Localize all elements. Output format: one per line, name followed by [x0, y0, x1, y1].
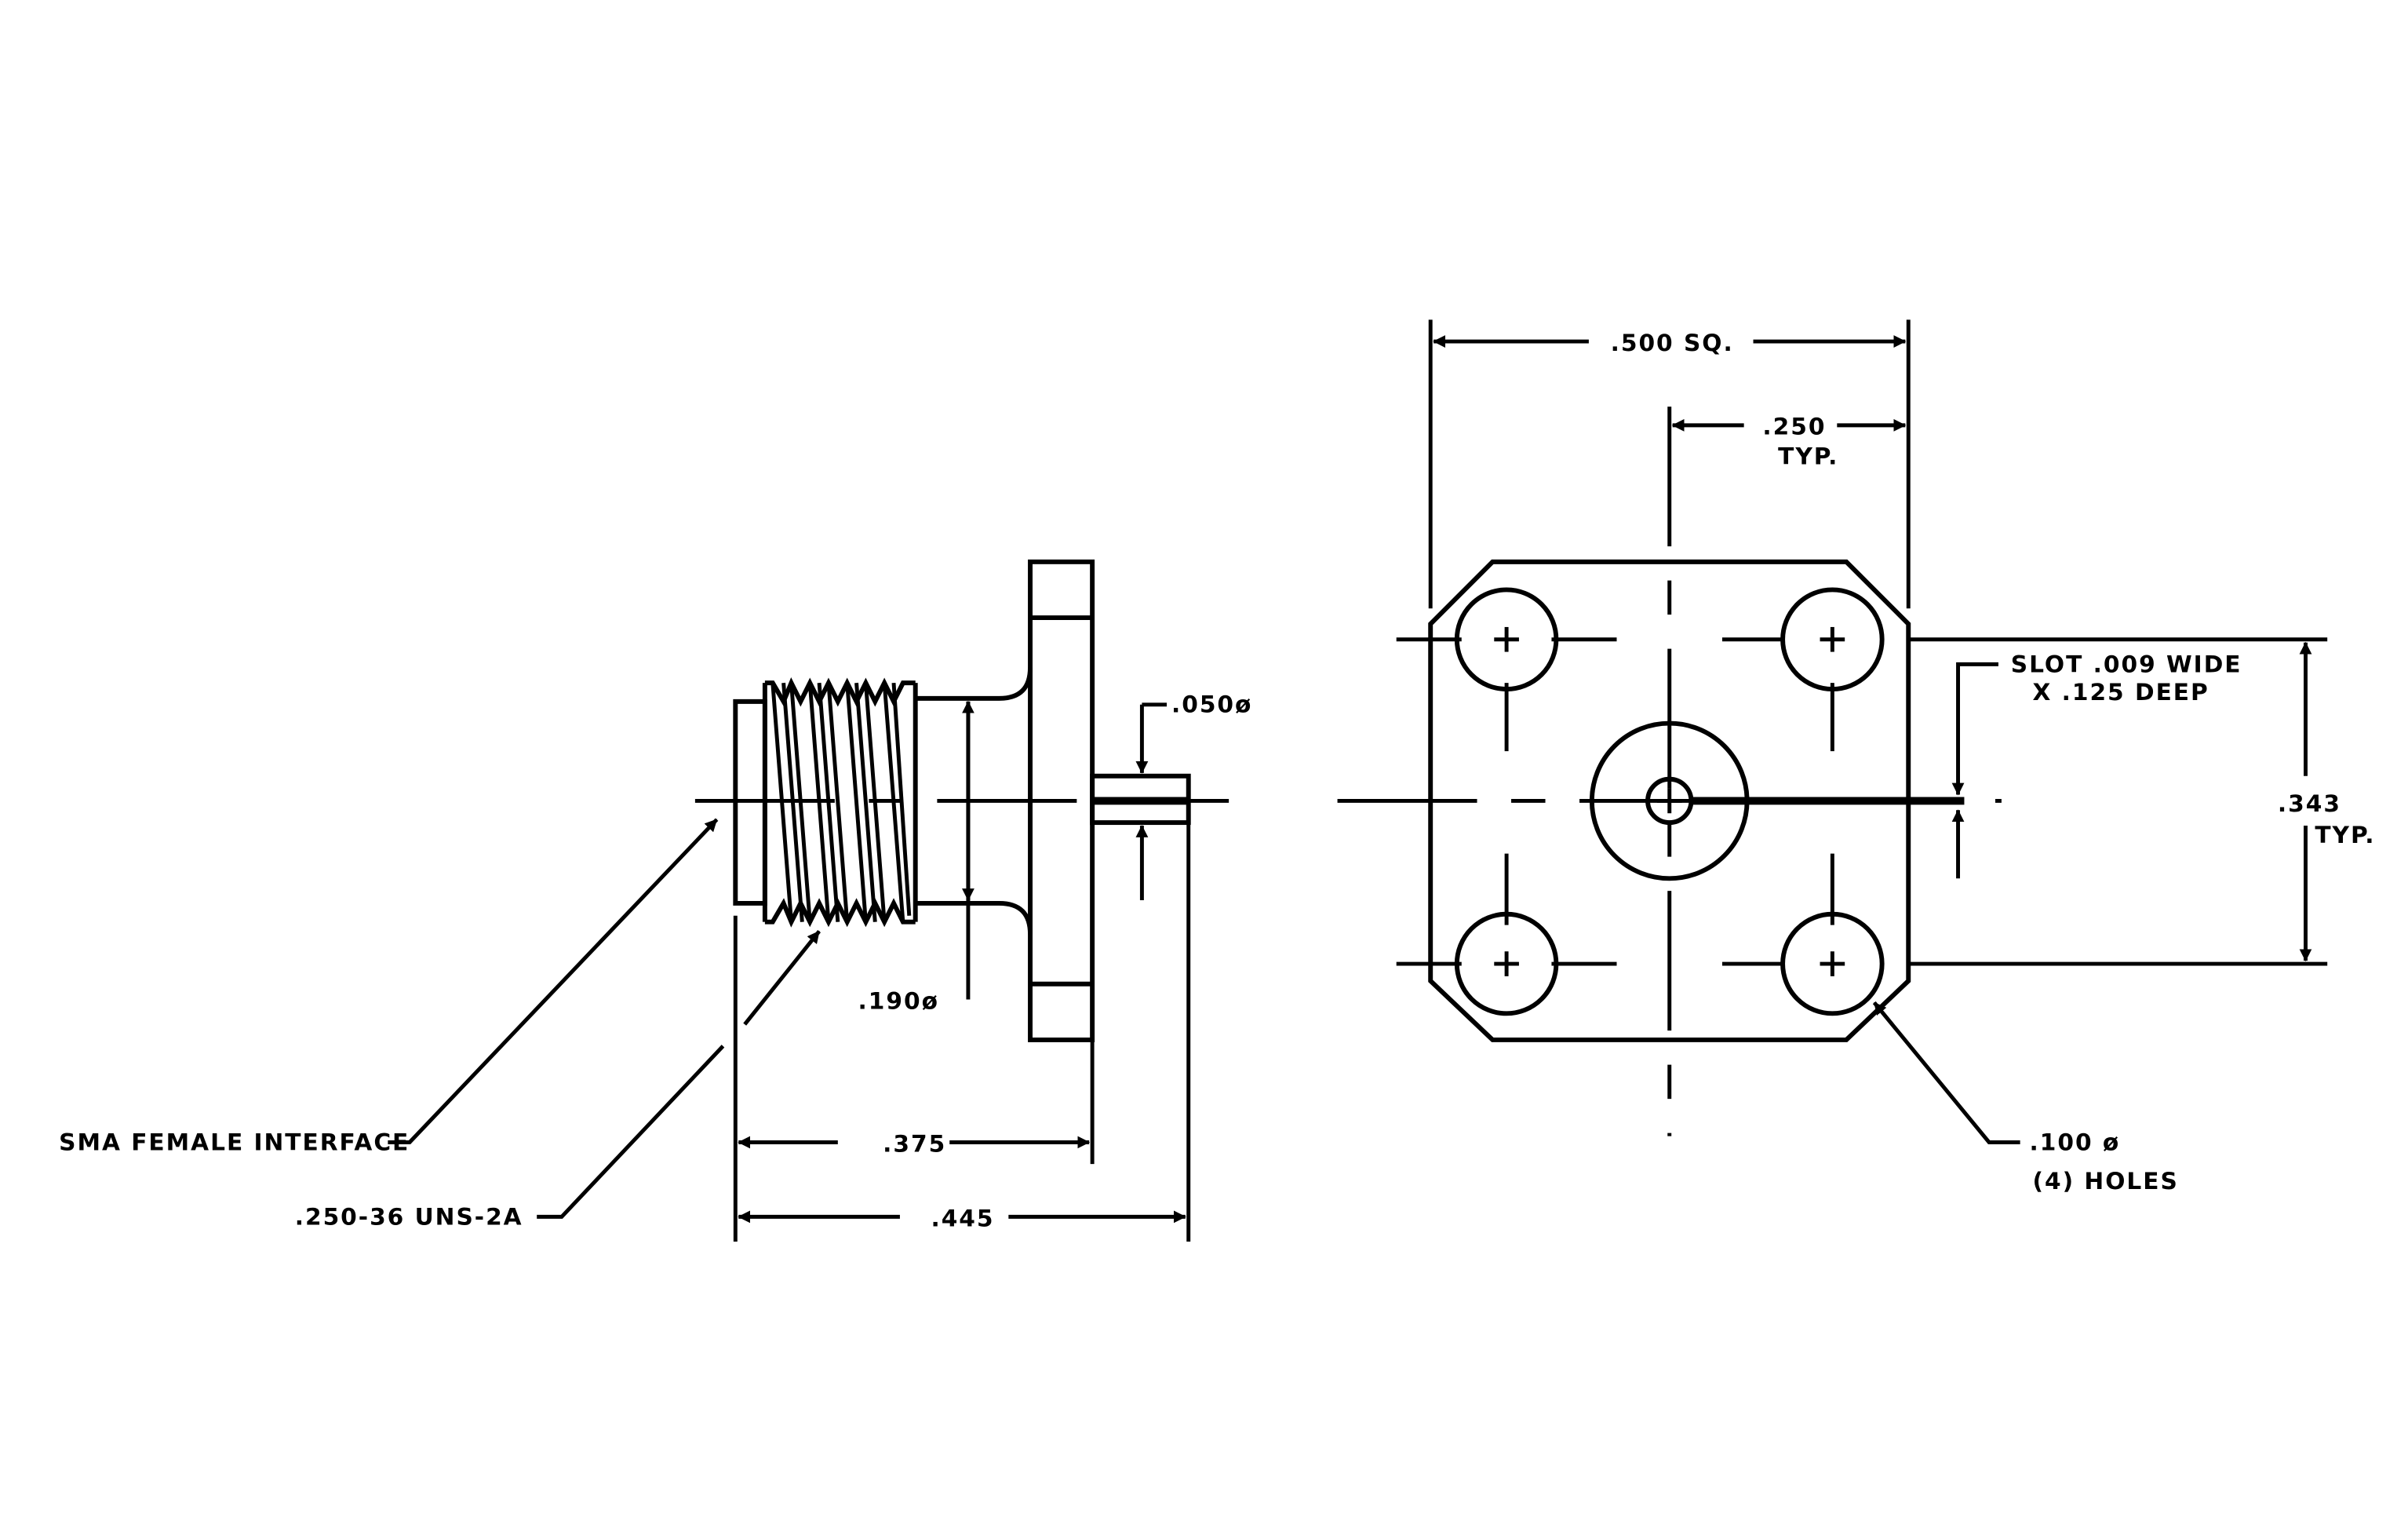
- flange-face: [1428, 559, 1911, 1042]
- length-375-label: .375: [883, 1129, 946, 1157]
- mounting-hole-bottom-left: [1454, 911, 1559, 1016]
- hole-count-label: (4) HOLES: [2032, 1167, 2178, 1195]
- mounting-hole-top-left: [1454, 587, 1559, 691]
- body-diameter-label: .190ø: [858, 987, 939, 1014]
- front-view: [1337, 319, 2328, 1144]
- square-label: .500 SQ.: [1611, 329, 1734, 356]
- thread-label: .250-36 UNS-2A: [295, 1202, 523, 1230]
- slot-label-line2: X .125 DEEP: [2032, 678, 2209, 706]
- interface-label: SMA FEMALE INTERFACE: [59, 1128, 410, 1155]
- mounting-hole-top-right: [1780, 587, 1885, 691]
- spacing-typ-label: TYP.: [1778, 442, 1838, 469]
- slot-label-line1: SLOT .009 WIDE: [2011, 650, 2242, 677]
- mounting-hole-bottom-right: [1780, 911, 1885, 1016]
- body-neck: [915, 667, 1033, 701]
- length-445-label: .445: [931, 1204, 994, 1231]
- hole-diameter-label: .100 ø: [2030, 1128, 2121, 1155]
- pin-diameter-label: .050ø: [1171, 691, 1252, 718]
- hole-spacing-typ-label: TYP.: [2315, 821, 2375, 848]
- side-view: [388, 559, 1230, 1242]
- hole-spacing-label: .343: [2278, 790, 2341, 817]
- spacing-label: .250: [1762, 413, 1826, 440]
